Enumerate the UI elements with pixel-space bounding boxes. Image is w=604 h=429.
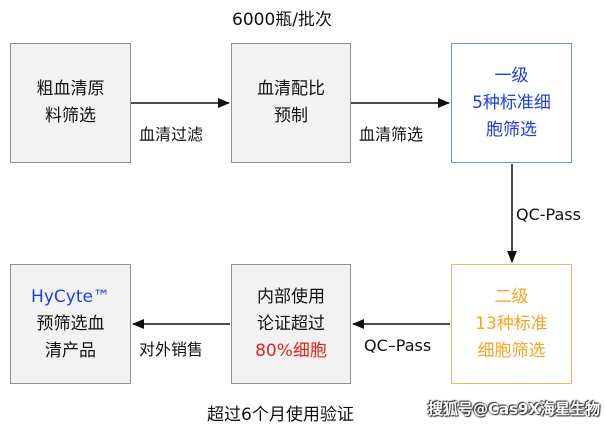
box-line: 清产品 xyxy=(45,340,96,361)
edge-label-qc-pass-bottom: QC–Pass xyxy=(364,336,432,355)
box-line: 预制 xyxy=(274,106,308,126)
box-level1-screening: 一级 5种标准细 胞筛选 xyxy=(451,43,572,163)
box-serum-blend-preparation: 血清配比 预制 xyxy=(231,43,351,163)
bottom-caption: 超过6个月使用验证 xyxy=(207,405,354,425)
box-line-product-name: HyCyte™ xyxy=(31,286,110,307)
box-line: 一级 xyxy=(494,65,529,86)
source-watermark: 搜狐号@Cas9X海星生物 xyxy=(427,400,600,418)
box-line-highlight: 80%细胞 xyxy=(255,340,327,361)
box-line: 预筛选血 xyxy=(36,313,105,334)
edge-label-serum-filtration: 血清过滤 xyxy=(139,125,204,144)
box-internal-validation: 内部使用 论证超过 80%细胞 xyxy=(231,264,351,384)
edge-label-external-sales: 对外销售 xyxy=(139,340,204,359)
box-raw-serum-screening: 粗血清原 料筛选 xyxy=(10,43,131,163)
top-caption: 6000瓶/批次 xyxy=(232,10,332,30)
box-level2-screening: 二级 13种标准 细胞筛选 xyxy=(451,264,572,384)
box-line: 胞筛选 xyxy=(486,119,537,140)
box-line: 内部使用 xyxy=(257,286,325,307)
box-line: 论证超过 xyxy=(257,313,325,334)
box-line: 二级 xyxy=(494,286,529,307)
box-line: 细胞筛选 xyxy=(477,340,546,361)
box-hycyte-product: HyCyte™ 预筛选血 清产品 xyxy=(10,264,131,384)
box-line: 5种标准细 xyxy=(472,92,551,113)
box-line: 血清配比 xyxy=(257,79,325,99)
edge-label-serum-screening: 血清筛选 xyxy=(359,125,424,144)
box-line: 料筛选 xyxy=(45,106,96,126)
box-line: 13种标准 xyxy=(475,313,548,334)
box-line: 粗血清原 xyxy=(36,79,105,99)
edge-label-qc-pass-right: QC-Pass xyxy=(516,205,581,224)
